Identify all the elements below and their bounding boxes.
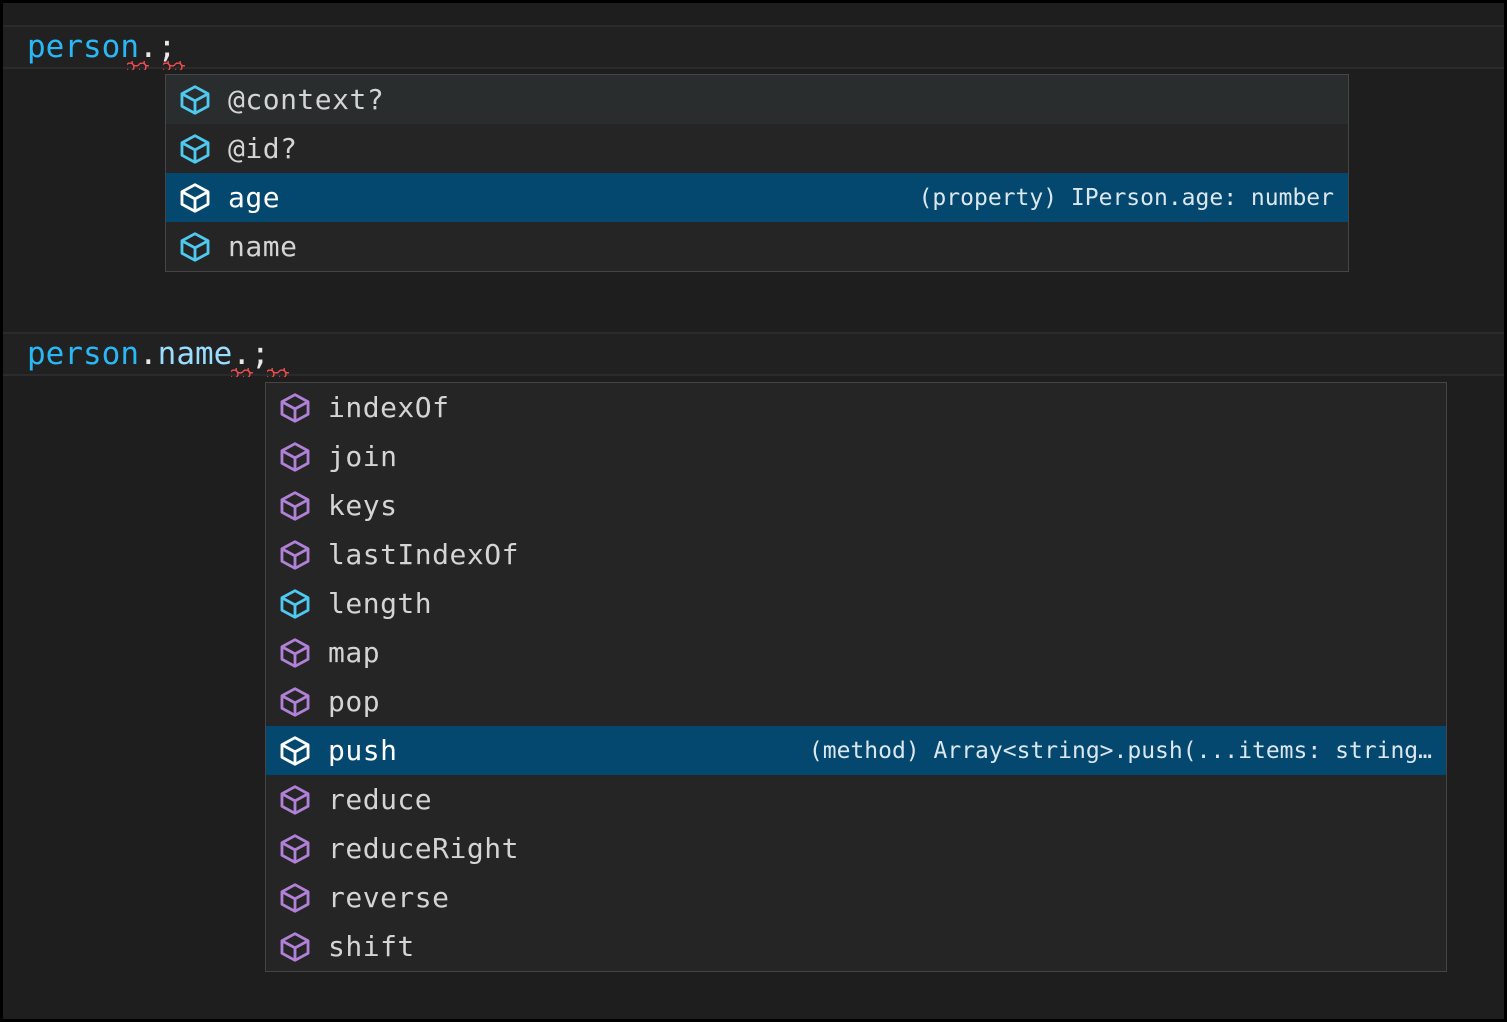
cube-method-icon [280, 490, 310, 521]
cube-property-icon [178, 230, 228, 264]
suggest-item-label: join [328, 440, 398, 473]
cube-method-icon [278, 636, 328, 670]
cube-property-icon [178, 132, 228, 166]
suggest-item-map[interactable]: map [266, 628, 1446, 677]
cube-method-icon [278, 440, 328, 474]
cube-method-icon [278, 783, 328, 817]
cube-selected-icon [180, 182, 210, 213]
cube-method-icon [280, 441, 310, 472]
token-identifier: person [27, 336, 139, 372]
suggest-item-lastindexof[interactable]: lastIndexOf [266, 530, 1446, 579]
cube-method-icon [278, 391, 328, 425]
token-punctuation: . [138, 336, 158, 372]
token-punctuation: . [138, 29, 158, 65]
suggest-item-label: reduce [328, 783, 433, 816]
suggest-item-label: indexOf [328, 391, 450, 424]
suggest-item-label: shift [328, 930, 415, 963]
cube-method-icon [278, 489, 328, 523]
suggest-item-age[interactable]: age (property) IPerson.age: number [166, 173, 1348, 222]
suggest-item-label: length [328, 587, 433, 620]
cube-method-icon [278, 734, 328, 768]
cube-method-icon [278, 538, 328, 572]
token-property: name [157, 336, 233, 372]
cube-method-icon [278, 832, 328, 866]
suggest-widget-string-array-members[interactable]: indexOf join keys lastIndexOf length map pop pu… [265, 382, 1447, 972]
token-identifier: person [27, 29, 139, 65]
cube-property-icon [178, 181, 228, 215]
suggest-item-shift[interactable]: shift [266, 922, 1446, 971]
suggest-item-label: reduceRight [328, 832, 519, 865]
cube-method-icon [280, 931, 310, 962]
suggest-item-keys[interactable]: keys [266, 481, 1446, 530]
suggest-item-label: @context? [228, 83, 385, 116]
suggest-item-label: keys [328, 489, 398, 522]
code-line-1[interactable]: person.; [3, 25, 1504, 69]
suggest-item-detail: (property) IPerson.age: number [918, 184, 1334, 211]
cube-method-icon [280, 637, 310, 668]
suggest-widget-person-members[interactable]: @context? @id? age (property) IPerson.age: … [165, 74, 1349, 272]
suggest-item-label: map [328, 636, 381, 669]
cube-method-icon [278, 930, 328, 964]
cube-method-icon [280, 539, 310, 570]
cube-property-icon [180, 84, 210, 115]
token-punctuation: ; [157, 29, 177, 65]
token-punctuation: ; [250, 336, 270, 372]
cube-property-icon [178, 83, 228, 117]
cube-property-icon [180, 231, 210, 262]
suggest-item-context[interactable]: @context? [166, 75, 1348, 124]
cube-method-icon [278, 685, 328, 719]
cube-selected-icon [280, 735, 310, 766]
code-editor-surface[interactable]: person.; person.name.; @context?@id?age(… [3, 3, 1504, 1019]
suggest-item-label: reverse [328, 881, 450, 914]
cube-property-icon [278, 587, 328, 621]
suggest-item-label: push [328, 734, 398, 767]
cube-method-icon [280, 784, 310, 815]
cube-method-icon [278, 881, 328, 915]
suggest-item-reverse[interactable]: reverse [266, 873, 1446, 922]
token-punctuation: . [232, 336, 251, 372]
cube-method-icon [280, 686, 310, 717]
suggest-item-join[interactable]: join [266, 432, 1446, 481]
cube-method-icon [280, 833, 310, 864]
suggest-item-id[interactable]: @id? [166, 124, 1348, 173]
suggest-item-pop[interactable]: pop [266, 677, 1446, 726]
suggest-item-label: @id? [228, 132, 298, 165]
code-line-2[interactable]: person.name.; [3, 332, 1504, 376]
cube-property-icon [280, 588, 310, 619]
suggest-item-label: age [228, 181, 281, 214]
suggest-item-reduceright[interactable]: reduceRight [266, 824, 1446, 873]
suggest-item-label: name [228, 230, 298, 263]
suggest-item-label: lastIndexOf [328, 538, 519, 571]
suggest-item-name[interactable]: name [166, 222, 1348, 271]
suggest-item-reduce[interactable]: reduce [266, 775, 1446, 824]
suggest-item-detail: (method) Array<string>.push(...items: st… [808, 737, 1432, 764]
suggest-item-push[interactable]: push (method) Array<string>.push(...items… [266, 726, 1446, 775]
cube-method-icon [280, 392, 310, 423]
suggest-item-length[interactable]: length [266, 579, 1446, 628]
cube-property-icon [180, 133, 210, 164]
suggest-item-label: pop [328, 685, 381, 718]
cube-method-icon [280, 882, 310, 913]
suggest-item-indexof[interactable]: indexOf [266, 383, 1446, 432]
